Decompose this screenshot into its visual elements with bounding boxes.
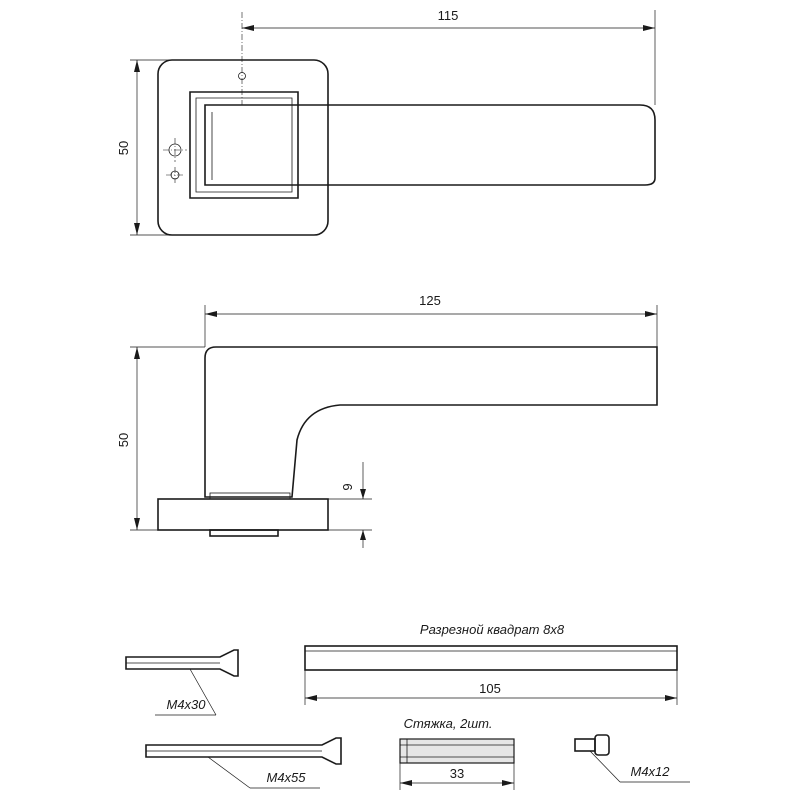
top-view: 115 50 bbox=[116, 8, 656, 236]
part-screw-m4x12: M4x12 bbox=[574, 734, 690, 783]
screw-m4x55-body bbox=[145, 737, 342, 765]
part-tie: Стяжка, 2шт. 33 bbox=[399, 716, 515, 790]
side-dim-length: 125 bbox=[204, 293, 658, 347]
screw-m4x55-label: M4x55 bbox=[266, 770, 306, 785]
tie-body bbox=[399, 738, 515, 764]
top-dim-height: 50 bbox=[116, 59, 170, 236]
top-rose-plate bbox=[157, 59, 329, 236]
side-lever-neck bbox=[209, 492, 291, 500]
dim-label-125: 125 bbox=[419, 293, 441, 308]
spindle-body bbox=[304, 645, 678, 671]
dim-label-9: 9 bbox=[340, 483, 355, 490]
screw-m4x12-shank bbox=[574, 738, 596, 752]
part-spindle: Разрезной квадрат 8x8 105 bbox=[304, 622, 678, 705]
side-lever-profile bbox=[204, 346, 658, 498]
screw-m4x12-head bbox=[594, 734, 610, 756]
screw-m4x30-label: M4x30 bbox=[166, 697, 206, 712]
dim-label-105: 105 bbox=[479, 681, 501, 696]
dim-label-33: 33 bbox=[450, 766, 464, 781]
spindle-label: Разрезной квадрат 8x8 bbox=[420, 622, 565, 637]
side-dim-rose: 9 bbox=[328, 462, 372, 548]
dim-label-50-side: 50 bbox=[116, 433, 131, 447]
top-lever-body bbox=[204, 104, 656, 186]
side-view: 125 50 9 bbox=[116, 293, 658, 548]
part-screw-m4x55: M4x55 bbox=[145, 737, 342, 789]
side-rose bbox=[157, 498, 329, 531]
top-mounting-holes bbox=[163, 12, 246, 183]
dim-label-50-top: 50 bbox=[116, 141, 131, 155]
side-insert bbox=[209, 529, 279, 537]
screw-m4x12-label: M4x12 bbox=[630, 764, 670, 779]
part-screw-m4x30: M4x30 bbox=[125, 649, 239, 716]
side-dim-height: 50 bbox=[116, 346, 205, 531]
top-rose-recess bbox=[189, 91, 299, 199]
tie-label: Стяжка, 2шт. bbox=[404, 716, 493, 731]
top-rose-recess-inner bbox=[195, 97, 293, 193]
screw-m4x30-body bbox=[125, 649, 239, 677]
dim-label-115: 115 bbox=[438, 8, 459, 23]
top-dim-length: 115 bbox=[242, 8, 656, 105]
